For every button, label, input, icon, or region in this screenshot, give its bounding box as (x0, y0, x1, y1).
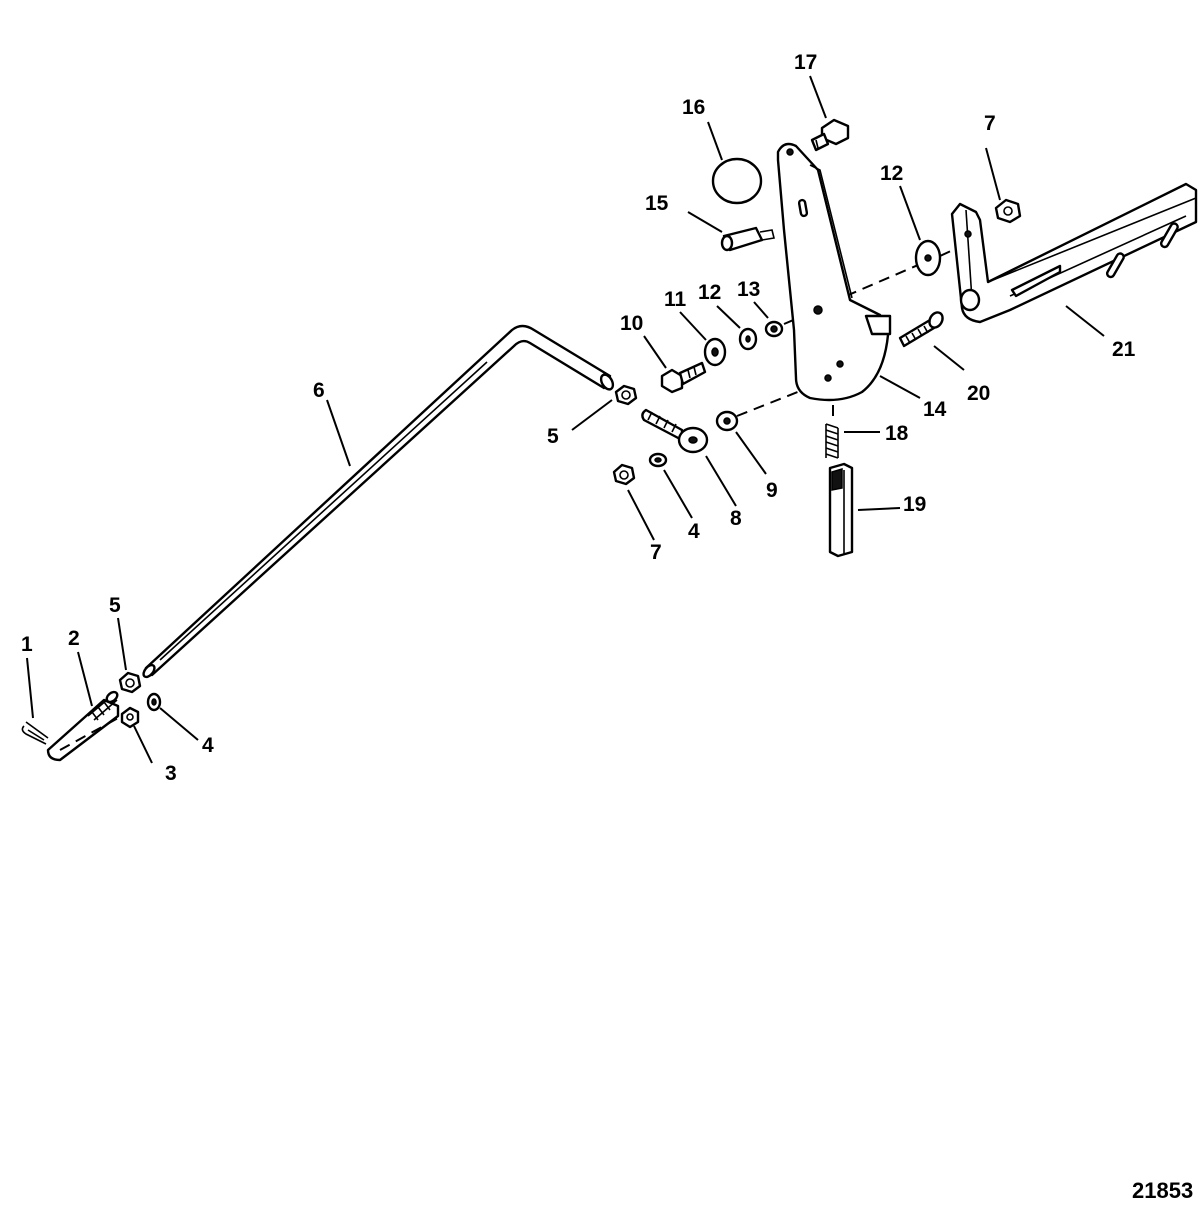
callout-14: 14 (923, 398, 947, 421)
callout-8: 8 (730, 507, 742, 530)
callout-5-left: 5 (109, 594, 121, 617)
callout-2: 2 (68, 627, 80, 650)
callout-13: 13 (737, 278, 760, 301)
leader-lines (26, 75, 1105, 764)
part-7-locknut-lower (612, 463, 636, 486)
part-7-locknut-upper (994, 198, 1022, 224)
part-16-ball (711, 157, 763, 205)
assembly-line-left (59, 716, 121, 751)
part-12-washer-small (738, 327, 758, 351)
callout-16: 16 (682, 96, 705, 119)
part-2-swivel-stud (46, 690, 120, 762)
callout-3: 3 (165, 762, 177, 785)
callout-10: 10 (620, 312, 643, 335)
callout-12-upper: 12 (880, 162, 903, 185)
part-20-screw (898, 311, 944, 348)
part-5-locknut-left (118, 671, 142, 694)
callout-7-lower: 7 (650, 541, 662, 564)
callout-6: 6 (313, 379, 325, 402)
callout-5-right: 5 (547, 425, 559, 448)
figure-number: 21853 (1132, 1178, 1193, 1203)
callout-7-upper: 7 (984, 112, 996, 135)
part-13-spacer (764, 320, 784, 338)
callout-17: 17 (794, 51, 817, 74)
part-10-bolt (660, 361, 707, 394)
part-18-spring (825, 423, 839, 459)
assembly-line-bracket (845, 261, 926, 297)
callout-20: 20 (967, 382, 990, 405)
part-15-stud (720, 226, 775, 252)
callout-4-left: 4 (202, 734, 214, 757)
callout-1: 1 (21, 633, 33, 656)
callout-11: 11 (664, 288, 687, 311)
part-19-detent-pin (828, 462, 854, 558)
part-4-washer-left (146, 692, 162, 712)
callout-9: 9 (766, 479, 778, 502)
part-11-washer-large (703, 337, 727, 367)
callout-19: 19 (903, 493, 926, 516)
callout-21: 21 (1112, 338, 1136, 361)
part-14-shift-lever (776, 142, 892, 402)
callout-18: 18 (885, 422, 909, 445)
part-12-washer-upper (914, 239, 942, 277)
callout-12-lower: 12 (698, 281, 721, 304)
part-4-washer-right (648, 452, 668, 468)
callout-4-right: 4 (688, 520, 700, 543)
part-5-locknut-right (614, 384, 638, 406)
part-6-shift-rod (142, 324, 615, 679)
part-3-nut (120, 706, 140, 729)
callout-labels: 1 2 3 4 5 6 5 7 4 8 9 10 11 12 13 15 16 … (21, 51, 1136, 785)
part-17-screw (810, 118, 850, 152)
part-21-bracket (950, 182, 1198, 324)
part-1-cotter-pin (21, 721, 49, 745)
part-9-bushing (715, 410, 739, 432)
callout-15: 15 (645, 192, 669, 215)
part-8-rod-end (641, 408, 709, 454)
